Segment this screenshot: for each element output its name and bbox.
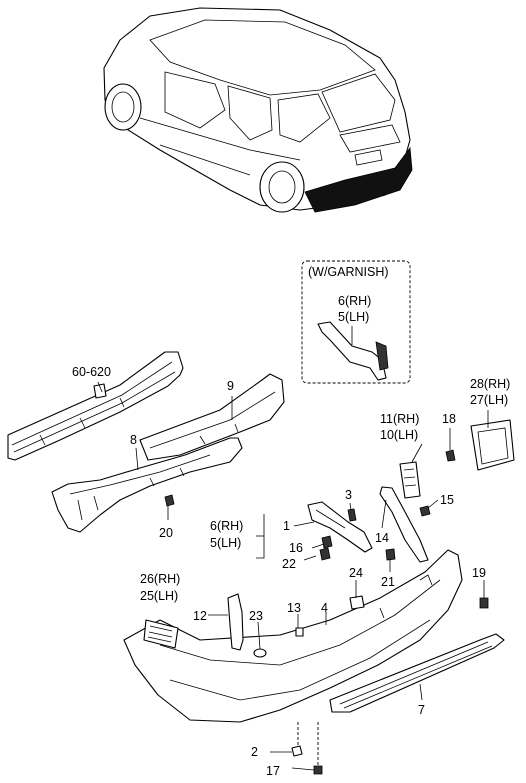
callout-14: 14: [375, 531, 389, 545]
callout-16: 16: [289, 541, 303, 555]
side-bracket-5-6: [307, 501, 373, 553]
callout-10lh: 10(LH): [380, 428, 418, 442]
callout-18: 18: [442, 412, 456, 426]
callout-9: 9: [227, 379, 234, 393]
guide-14: [379, 486, 429, 563]
callout-24: 24: [349, 566, 363, 580]
callout-21: 21: [381, 575, 395, 589]
callout-8: 8: [130, 433, 137, 447]
callout-5lh-inset: 5(LH): [338, 310, 369, 324]
vehicle-illustration: [103, 7, 413, 213]
energy-absorber-9: [139, 373, 285, 461]
reflector-25-26: [143, 619, 179, 649]
callout-28rh: 28(RH): [470, 377, 510, 391]
bracket-12: [227, 593, 244, 651]
leader-lines: [97, 381, 489, 771]
callout-1: 1: [283, 519, 290, 533]
callout-13: 13: [287, 601, 301, 615]
callout-6rh-inset: 6(RH): [338, 294, 371, 308]
clip-3: [347, 508, 357, 522]
bumper-cover-4: [123, 549, 463, 723]
clip-16: [321, 535, 333, 549]
garnish-27-28: [470, 419, 515, 471]
callout-22: 22: [282, 557, 296, 571]
bumper-clip-23: [253, 648, 267, 658]
clip-22: [319, 547, 331, 561]
bumper-bracket-8: [51, 437, 243, 533]
inset-title: (W/GARNISH): [308, 265, 389, 279]
callout-15: 15: [440, 493, 454, 507]
clip-21: [385, 548, 396, 561]
clip-15: [419, 505, 431, 517]
callout-20: 20: [159, 526, 173, 540]
clip-20: [164, 494, 175, 507]
callout-12: 12: [193, 609, 207, 623]
bumper-reinforcement-beam: [7, 351, 184, 461]
bumper-clip-13: [295, 627, 304, 637]
callout-5lh: 5(LH): [210, 536, 241, 550]
callout-labels: 60-620 9 8 20 6(RH) 5(LH) 28(RH) 27(LH) …: [72, 294, 510, 778]
callout-7: 7: [418, 703, 425, 717]
step-plate-7: [329, 633, 505, 713]
callout-2: 2: [251, 745, 258, 759]
callout-4: 4: [321, 601, 328, 615]
callout-11rh: 11(RH): [380, 412, 419, 426]
callout-3: 3: [345, 488, 352, 502]
clip-2: [291, 745, 303, 757]
callout-27lh: 27(LH): [470, 393, 508, 407]
callout-6rh: 6(RH): [210, 519, 243, 533]
bolt-17: [313, 765, 323, 775]
bracket-10-11: [399, 461, 421, 499]
callout-19: 19: [472, 566, 486, 580]
callout-17: 17: [266, 764, 280, 778]
garnish-inset: (W/GARNISH): [301, 260, 411, 384]
bolt-18: [445, 449, 456, 462]
callout-26rh: 26(RH): [140, 572, 180, 586]
callout-60-620: 60-620: [72, 365, 111, 379]
bumper-part-24: [349, 595, 365, 610]
callout-25lh: 25(LH): [140, 589, 178, 603]
callout-23: 23: [249, 609, 263, 623]
bolt-19: [479, 597, 489, 609]
